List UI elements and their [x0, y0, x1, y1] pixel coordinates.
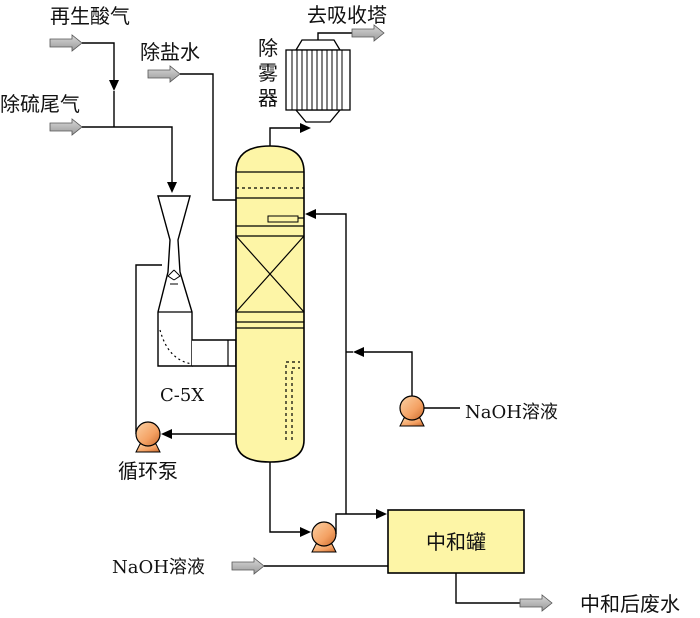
label-naoh-bottom: NaOH溶液	[112, 557, 205, 578]
label-neutralized-wastewater: 中和后废水	[580, 592, 680, 616]
tank-outlet-pipe	[455, 573, 520, 604]
label-neutralization-tank: 中和罐	[426, 530, 486, 554]
tail-gas-inlet-arrow-icon	[49, 118, 83, 136]
demin-water-arrow-icon	[147, 65, 181, 83]
label-naoh-right: NaOH溶液	[465, 402, 558, 423]
naoh-bottom-arrow-icon	[231, 557, 265, 575]
recirc-spray-pipe	[135, 264, 162, 434]
regen-acid-gas-pipe	[82, 42, 115, 80]
flow-arrowhead-icon	[167, 182, 177, 193]
flow-arrowhead-icon	[300, 527, 311, 537]
demin-water-pipe	[180, 73, 240, 201]
label-demister-1: 除	[258, 36, 278, 60]
naoh-feed-pipe	[364, 351, 413, 396]
flow-arrowhead-icon	[300, 123, 311, 133]
label-demin-water: 除盐水	[140, 40, 200, 64]
neutralization-tank: 中和罐	[387, 509, 525, 574]
tower-to-demister-pipe	[269, 127, 300, 146]
circ-pump-icon	[135, 421, 161, 453]
label-to-absorber: 去吸收塔	[307, 3, 387, 27]
demister-outlet-pipe	[317, 32, 352, 40]
discharge-pump-icon	[311, 521, 337, 553]
pump-to-tank-pipe	[335, 513, 376, 534]
scrubber-tower	[235, 145, 305, 463]
demister	[285, 39, 351, 123]
venturi-outlet-duct	[192, 339, 237, 367]
label-demister-2: 雾	[258, 61, 278, 85]
combined-gas-pipe	[82, 126, 173, 182]
label-desulf-tail-gas: 除硫尾气	[0, 92, 80, 116]
label-circ-pump: 循环泵	[118, 459, 178, 483]
label-regen-acid-gas: 再生酸气	[50, 4, 130, 28]
regen-acid-gas-inlet-arrow-icon	[49, 34, 83, 52]
label-venturi: C-5X	[160, 385, 204, 406]
tower-bottom-pipe	[269, 462, 300, 533]
flow-arrowhead-icon	[353, 347, 364, 357]
flow-arrowhead-icon	[161, 429, 172, 439]
flow-arrowhead-icon	[109, 80, 119, 91]
flow-arrowhead-icon	[376, 509, 387, 519]
tower-feed-riser	[316, 213, 347, 514]
label-demister-3: 器	[258, 86, 278, 110]
wastewater-arrow-icon	[519, 594, 553, 612]
naoh-pump-icon	[399, 395, 425, 427]
venturi-scrubber	[157, 195, 193, 367]
to-absorber-arrow-icon	[351, 24, 385, 42]
flow-arrowhead-icon	[305, 209, 316, 219]
